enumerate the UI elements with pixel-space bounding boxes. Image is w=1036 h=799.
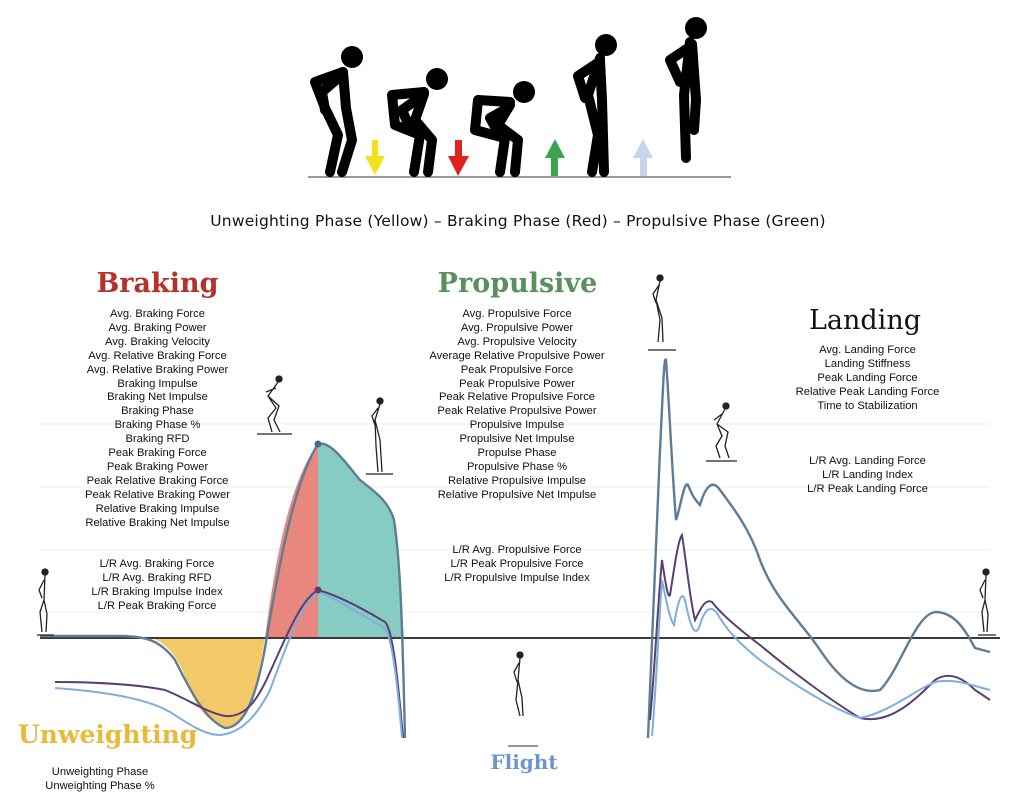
stick-figure-standing-icon [37, 568, 54, 636]
list-item: Braking RFD [125, 433, 190, 446]
unweighting-phase-fill [152, 638, 265, 727]
arrow-down-yellow-icon [365, 140, 385, 175]
list-item: Peak Relative Propulsive Power [437, 405, 597, 418]
list-item: L/R Propulsive Impulse Index [444, 571, 590, 584]
stick-figure-crouch-icon [257, 375, 292, 435]
arrow-down-red-icon [448, 140, 469, 176]
braking-metrics-list: Avg. Braking Force Avg. Braking Power Av… [55, 308, 260, 531]
flight-heading: Flight [490, 750, 558, 774]
arrow-up-lightblue-icon [633, 139, 653, 176]
stick-figure-standing-icon [978, 568, 996, 636]
list-item: L/R Braking Impulse Index [91, 585, 223, 598]
list-item: L/R Avg. Landing Force [809, 455, 926, 467]
list-item: Peak Braking Power [106, 460, 209, 473]
list-item: Avg. Relative Braking Force [88, 349, 227, 362]
list-item: Braking Phase [121, 405, 194, 418]
stick-figure-icon [387, 68, 448, 177]
stick-figure-flight-icon [508, 651, 538, 747]
left-force-curve [54, 532, 991, 739]
list-item: L/R Peak Propulsive Force [450, 557, 584, 570]
list-item: Propulse Phase [477, 447, 557, 460]
list-item: Propulsive Net Impulse [459, 433, 575, 446]
list-item: Unweighting Phase % [45, 779, 155, 792]
list-item: Landing Stiffness [824, 357, 911, 370]
braking-peak-dot [314, 440, 322, 448]
list-item: Avg. Braking Velocity [105, 335, 210, 348]
landing-heading: Landing [808, 305, 921, 336]
braking-phase-fill [265, 444, 318, 638]
list-item: Avg. Braking Force [110, 308, 205, 320]
landing-lr-metrics-list: L/R Avg. Landing Force L/R Landing Index… [785, 455, 950, 497]
list-item: L/R Peak Landing Force [807, 482, 928, 495]
braking-heading: Braking [96, 268, 219, 299]
stick-figure-icon [665, 17, 707, 163]
list-item: Avg. Braking Power [108, 321, 207, 334]
list-item: Braking Impulse [117, 377, 198, 390]
list-item: Relative Propulsive Net Impulse [437, 488, 597, 501]
list-item: Peak Propulsive Power [459, 377, 575, 390]
list-item: Avg. Landing Force [819, 344, 916, 356]
list-item: Peak Propulsive Force [460, 363, 574, 376]
list-item: Average Relative Propulsive Power [429, 349, 605, 362]
list-item: Propulsive Impulse [469, 419, 565, 432]
list-item: Avg. Propulsive Velocity [457, 335, 577, 348]
right-force-curve [54, 579, 991, 739]
braking-lr-metrics-list: L/R Avg. Braking Force L/R Avg. Braking … [57, 558, 257, 614]
gridlines [40, 423, 990, 613]
list-item: Relative Propulsive Impulse [447, 474, 587, 487]
list-item: Peak Relative Braking Force [86, 474, 229, 487]
total-force-curve [40, 358, 991, 739]
list-item: Relative Peak Landing Force [795, 385, 940, 398]
list-item: Propulsive Phase % [466, 460, 568, 473]
list-item: Unweighting Phase [51, 766, 149, 778]
list-item: L/R Peak Braking Force [97, 599, 217, 612]
list-item: Peak Relative Braking Power [85, 488, 230, 501]
list-item: Braking Net Impulse [107, 391, 208, 404]
unweighting-metrics-list: Unweighting Phase Unweighting Phase % [30, 766, 170, 794]
list-item: L/R Landing Index [822, 468, 913, 481]
list-item: Avg. Propulsive Force [462, 308, 572, 320]
list-item: Relative Braking Net Impulse [85, 516, 230, 529]
jump-sequence-illustration [308, 17, 731, 178]
list-item: Relative Braking Impulse [95, 502, 220, 515]
stick-figure-rising-icon [366, 397, 393, 475]
phase-caption: Unweighting Phase (Yellow) – Braking Pha… [210, 212, 826, 230]
list-item: L/R Avg. Braking Force [99, 558, 215, 570]
list-item: Avg. Relative Braking Power [86, 363, 229, 376]
landing-metrics-list: Avg. Landing Force Landing Stiffness Pea… [770, 344, 965, 414]
propulsive-lr-metrics-list: L/R Avg. Propulsive Force L/R Peak Propu… [422, 544, 612, 586]
stick-figure-icon [310, 46, 363, 177]
list-item: Time to Stabilization [817, 399, 918, 412]
list-item: Braking Phase % [114, 419, 201, 432]
list-item: Peak Landing Force [817, 371, 918, 384]
list-item: Peak Braking Force [108, 447, 207, 460]
propulsive-phase-fill [318, 443, 404, 638]
stick-figure-takeoff-icon [648, 274, 676, 351]
list-item: L/R Avg. Propulsive Force [452, 544, 582, 556]
unweighting-heading: Unweighting [18, 720, 198, 749]
list-item: Avg. Propulsive Power [460, 321, 574, 334]
left-peak-dot [314, 586, 322, 594]
stick-figure-icon [573, 34, 617, 177]
stick-figure-landing-icon [706, 402, 737, 462]
list-item: L/R Avg. Braking RFD [102, 571, 212, 584]
propulsive-metrics-list: Avg. Propulsive Force Avg. Propulsive Po… [412, 308, 622, 503]
stick-figure-icon [470, 81, 535, 177]
list-item: Peak Relative Propulsive Force [438, 391, 596, 404]
propulsive-heading: Propulsive [437, 268, 598, 299]
arrow-up-green-icon [545, 139, 565, 176]
